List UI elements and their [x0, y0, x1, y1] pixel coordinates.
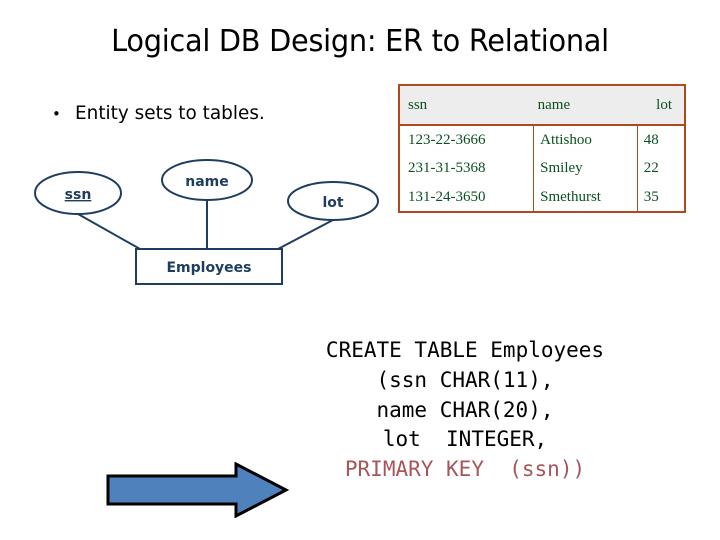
bullet-item-label: Entity sets to tables.: [74, 102, 265, 124]
cell-lot: 48: [636, 125, 685, 154]
table-row: 231-31-5368 Smiley 22: [399, 154, 685, 183]
table-row: 131-24-3650 Smethurst 35: [399, 183, 685, 212]
connector-lot-to-entity: [277, 219, 334, 250]
cell-ssn: 231-31-5368: [399, 154, 535, 183]
bullet-list-item: • Entity sets to tables.: [52, 102, 271, 124]
ellipse-shape: [161, 159, 253, 201]
ellipse-shape: [34, 171, 122, 215]
bullet-marker-icon: •: [52, 105, 61, 123]
cell-ssn: 123-22-3666: [399, 125, 535, 154]
ellipse-shape: [287, 181, 379, 221]
table-header-row: ssn name lot: [399, 85, 685, 126]
sql-line-lot: lot INTEGER,: [382, 427, 548, 452]
cell-ssn: 131-24-3650: [399, 183, 535, 212]
page-title: Logical DB Design: ER to Relational: [111, 24, 609, 59]
sql-line-primary-key: PRIMARY KEY (ssn)): [344, 457, 586, 482]
sql-line-ssn: (ssn CHAR(11),: [376, 367, 554, 392]
er-attribute-name: name: [161, 159, 253, 201]
er-attribute-label-ssn: ssn: [65, 187, 92, 203]
er-entity-label: Employees: [166, 260, 251, 276]
er-attribute-ssn: ssn: [34, 171, 122, 215]
cell-name: Smethurst: [533, 183, 638, 212]
cell-lot: 22: [636, 154, 685, 183]
cell-lot: 35: [636, 183, 685, 212]
column-header-name: name: [533, 85, 638, 126]
sql-line-name: name CHAR(20),: [376, 397, 554, 422]
column-header-ssn: ssn: [399, 85, 534, 126]
cell-name: Smiley: [533, 154, 638, 183]
table-body: 123-22-3666 Attishoo 48 231-31-5368 Smil…: [399, 125, 685, 212]
rectangle-shape: [135, 248, 283, 285]
er-attribute-label-name: name: [185, 174, 229, 190]
er-diagram: ssn name lot Employees: [0, 150, 400, 300]
table-row: 123-22-3666 Attishoo 48: [399, 125, 685, 154]
er-attribute-label-lot: lot: [322, 195, 343, 211]
er-entity-employees: Employees: [135, 248, 283, 285]
right-arrow-icon: [100, 461, 295, 519]
connector-ssn-to-entity: [77, 213, 141, 250]
er-attribute-lot: lot: [287, 181, 379, 221]
table-header: ssn name lot: [399, 85, 685, 126]
sql-line-create: CREATE TABLE Employees: [325, 338, 605, 362]
cell-name: Attishoo: [533, 125, 638, 154]
arrow-shape: [106, 461, 290, 519]
sql-create-table-block: CREATE TABLE Employees (ssn CHAR(11), na…: [250, 336, 680, 485]
column-header-lot: lot: [637, 85, 685, 126]
employees-relation-table: ssn name lot 123-22-3666 Attishoo 48 231…: [398, 84, 686, 213]
